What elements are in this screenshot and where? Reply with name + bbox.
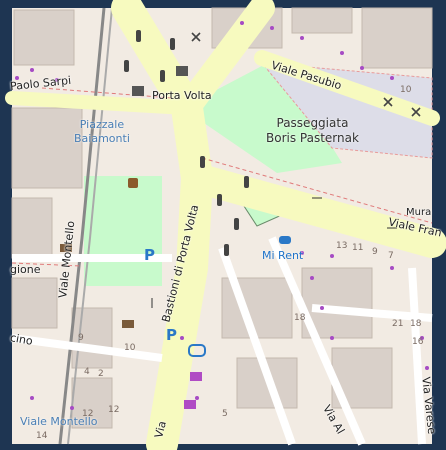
map-base-layer bbox=[5, 0, 446, 450]
traffic-light-icon bbox=[124, 30, 249, 256]
park-label-line1: Passeggiata bbox=[276, 116, 349, 130]
gate-icon bbox=[132, 86, 144, 96]
street-label-porta-volta: Porta Volta bbox=[152, 89, 212, 102]
house-number: 5 bbox=[222, 409, 228, 419]
house-number: 12 bbox=[108, 405, 120, 415]
shopping-cart-icon bbox=[184, 400, 196, 409]
house-number: 9 bbox=[372, 247, 378, 257]
car-rental-icon bbox=[279, 236, 291, 244]
street-label-viale-montello-bottom: Viale Montello bbox=[20, 415, 98, 428]
place-label-line1: Piazzale bbox=[79, 118, 125, 131]
street-label-mura: Mura bbox=[406, 207, 432, 218]
house-number: 21 bbox=[392, 319, 404, 329]
place-label-line2: Baiamonti bbox=[74, 131, 130, 145]
house-number: 9 bbox=[78, 333, 84, 343]
bicycle-icon bbox=[188, 344, 206, 357]
house-number: 18 bbox=[294, 313, 306, 323]
pointer-arrow-icon bbox=[0, 86, 8, 100]
street-label-cino: cino bbox=[9, 331, 34, 348]
house-number: 10 bbox=[124, 343, 136, 353]
house-number: 7 bbox=[388, 251, 394, 261]
parking-icon: P bbox=[166, 326, 177, 344]
street-label-gione: gione bbox=[10, 263, 41, 276]
house-number: 2 bbox=[98, 369, 104, 379]
house-number: 13 bbox=[336, 241, 348, 251]
map-canvas[interactable]: P P Paolo Sarpi Viale Pasubio Porta Volt… bbox=[5, 0, 446, 450]
house-number: 14 bbox=[36, 431, 48, 441]
shop-label-mi-rent: Mi Rent bbox=[262, 249, 304, 262]
house-number: 12 bbox=[82, 409, 94, 419]
park-label-line2: Boris Pasternak bbox=[266, 131, 359, 145]
house-number: 18 bbox=[410, 319, 422, 329]
cinema-icon bbox=[60, 244, 72, 252]
house-number: 4 bbox=[84, 367, 90, 377]
house-number: 16 bbox=[412, 337, 424, 347]
place-label-piazzale: Piazzale Baiamonti bbox=[74, 118, 130, 146]
house-number: 11 bbox=[352, 243, 364, 253]
parking-icon: P bbox=[144, 246, 155, 264]
cinema-icon bbox=[122, 320, 134, 328]
park-label-passeggiata: Passeggiata Boris Pasternak bbox=[266, 116, 359, 146]
cafe-icon bbox=[128, 178, 138, 188]
house-number: 10 bbox=[400, 85, 412, 95]
shopping-cart-icon bbox=[190, 372, 202, 381]
gate-icon bbox=[176, 66, 188, 76]
